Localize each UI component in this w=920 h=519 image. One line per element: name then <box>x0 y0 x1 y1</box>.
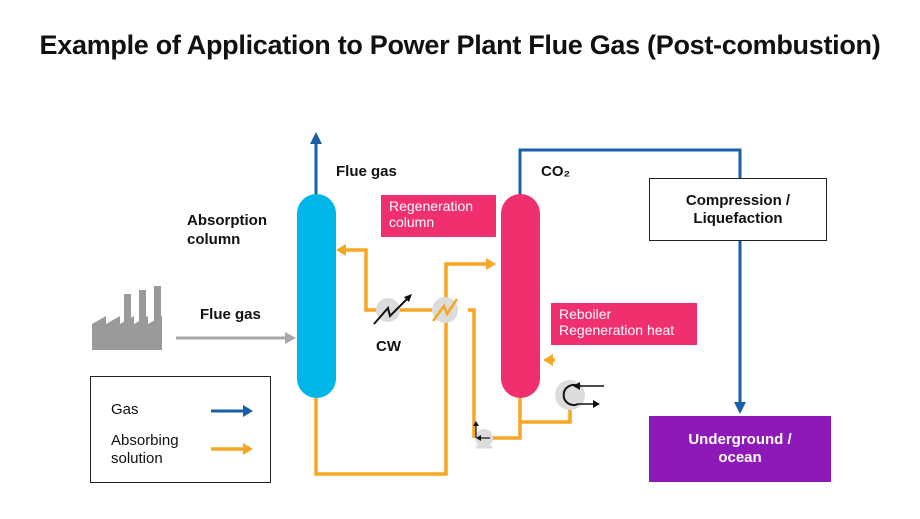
cross-heat-exchanger-icon <box>431 297 459 323</box>
underground-ocean-box: Underground / ocean <box>649 416 831 482</box>
compression-liquefaction-box: Compression / Liquefaction <box>649 178 827 241</box>
page-title: Example of Application to Power Plant Fl… <box>39 30 881 60</box>
cw-heat-exchanger-icon <box>373 294 412 325</box>
absorption-column <box>297 194 336 398</box>
regeneration-column <box>501 194 540 398</box>
flue-gas-inlet-label: Flue gas <box>200 306 261 323</box>
absorption-column-label-line1: Absorption <box>187 212 267 229</box>
solution-arrowheads <box>336 244 553 366</box>
legend-absorbing-label-line1: Absorbing <box>111 432 179 449</box>
factory-icon <box>92 286 162 350</box>
legend-gas-arrow-icon <box>211 405 253 417</box>
co2-label: CO₂ <box>541 163 571 180</box>
reboiler-tag-line1: Reboiler <box>559 306 612 322</box>
reboiler-tag-line2: Regeneration heat <box>559 322 675 338</box>
legend-solution-arrow-icon <box>211 443 253 455</box>
legend-gas-label: Gas <box>111 401 139 418</box>
storage-box-line2: ocean <box>718 449 762 466</box>
storage-box-line1: Underground / <box>688 431 792 448</box>
pump-icon <box>473 421 493 449</box>
reboiler-icon <box>555 380 604 410</box>
legend-swatches <box>211 405 253 455</box>
regeneration-column-tag-line2: column <box>389 214 435 230</box>
absorption-column-label-line2: column <box>187 231 241 248</box>
compression-box-line1: Compression / <box>685 191 791 209</box>
gas-arrowheads <box>310 132 746 414</box>
flue-gas-outlet-label: Flue gas <box>336 163 397 180</box>
cw-label: CW <box>376 338 401 355</box>
compression-box-line2: Liquefaction <box>693 209 783 227</box>
flue-gas-inlet-arrow <box>176 332 296 344</box>
reboiler-tag: Reboiler Regeneration heat <box>551 303 697 345</box>
legend-absorbing-label-line2: solution <box>111 450 163 467</box>
regeneration-column-tag-line1: Regeneration <box>389 198 474 214</box>
gas-lines <box>314 140 742 405</box>
legend: Gas Absorbing solution <box>90 376 271 483</box>
regeneration-column-tag: Regeneration column <box>381 195 496 237</box>
